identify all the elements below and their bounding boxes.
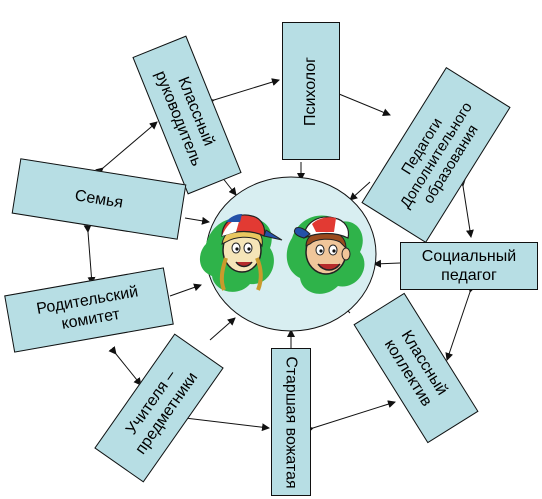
node-social-teacher: Социальный педагог (400, 242, 538, 290)
node-psychologist: Психолог (282, 22, 340, 160)
node-psychologist-label: Психолог (302, 56, 320, 126)
arrow-family-center (184, 216, 210, 225)
node-family-label: Семья (73, 186, 125, 212)
arrow-social-collective (445, 284, 477, 361)
arrow-classteacher-psychologist (206, 78, 280, 106)
node-social-teacher-label: Социальный педагог (421, 248, 517, 284)
arrow-subject-center (209, 317, 236, 341)
students-icon (199, 214, 365, 294)
arrow-additional-center (349, 181, 371, 201)
node-senior-counselor-label: Старшая вожатая (282, 355, 300, 489)
arrow-family-classteacher (95, 121, 158, 176)
arrow-senior-collective (305, 400, 396, 434)
arrow-parents-center (169, 283, 202, 297)
arrow-social-center (373, 259, 401, 268)
arrow-family-parents (83, 224, 96, 285)
arrow-psychologist-additional (331, 87, 391, 117)
node-parent-committee-label: Родительский комитет (35, 283, 140, 333)
node-senior-counselor: Старшая вожатая (271, 348, 311, 496)
arrow-parents-subject (108, 346, 142, 386)
arrow-additional-social (457, 178, 474, 238)
arrow-subject-senior (177, 413, 270, 432)
